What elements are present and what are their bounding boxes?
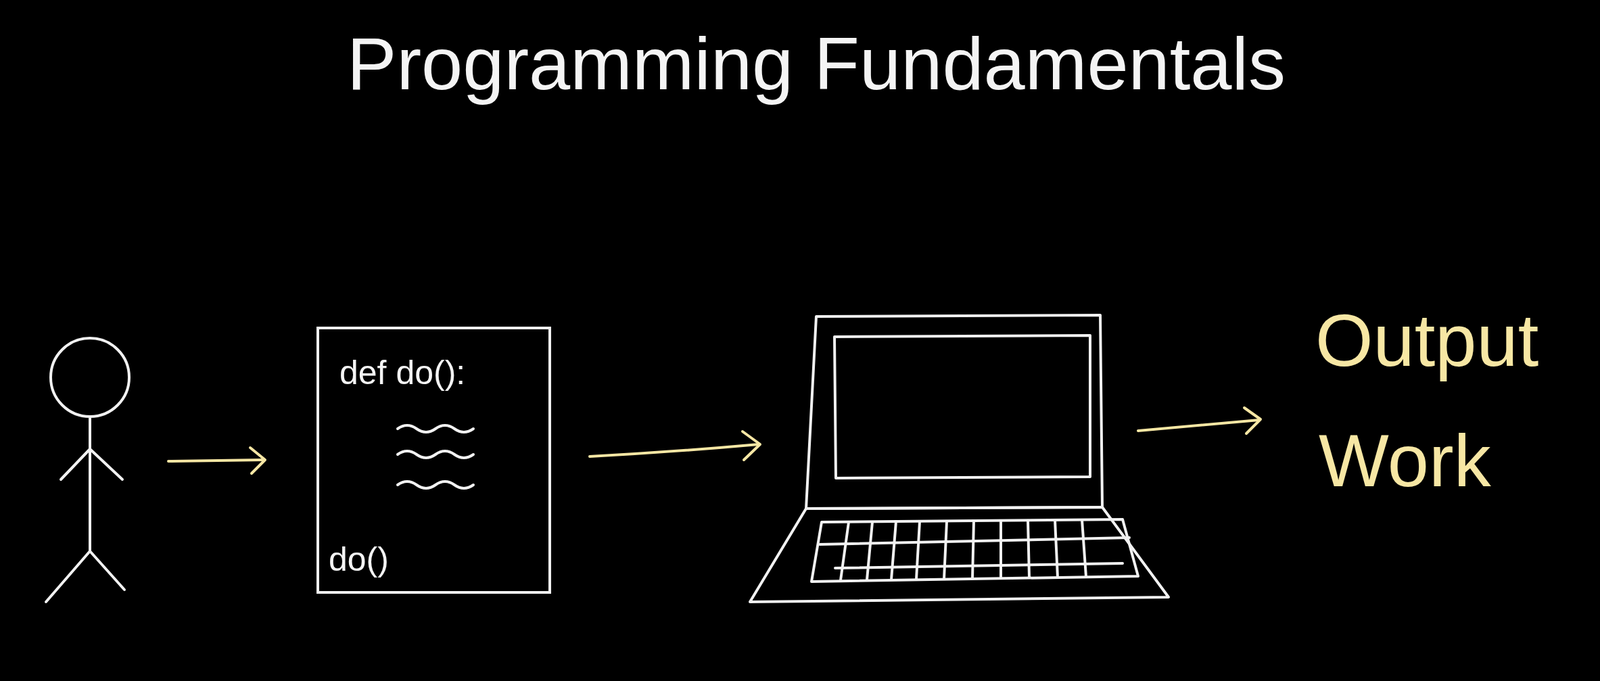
code-squiggles: [397, 425, 474, 489]
laptop: [749, 315, 1169, 602]
output-label: Work: [1318, 417, 1492, 504]
stick-figure: [45, 338, 130, 602]
diagram-title: Programming Fundamentals: [346, 18, 1286, 109]
code-document: def do(): do(): [316, 326, 552, 594]
arrow: [168, 447, 266, 474]
code-call: do(): [328, 540, 529, 580]
code-line: def do():: [339, 353, 529, 393]
output-label: Output: [1315, 297, 1539, 384]
arrow: [1138, 407, 1261, 434]
arrow: [589, 431, 761, 460]
